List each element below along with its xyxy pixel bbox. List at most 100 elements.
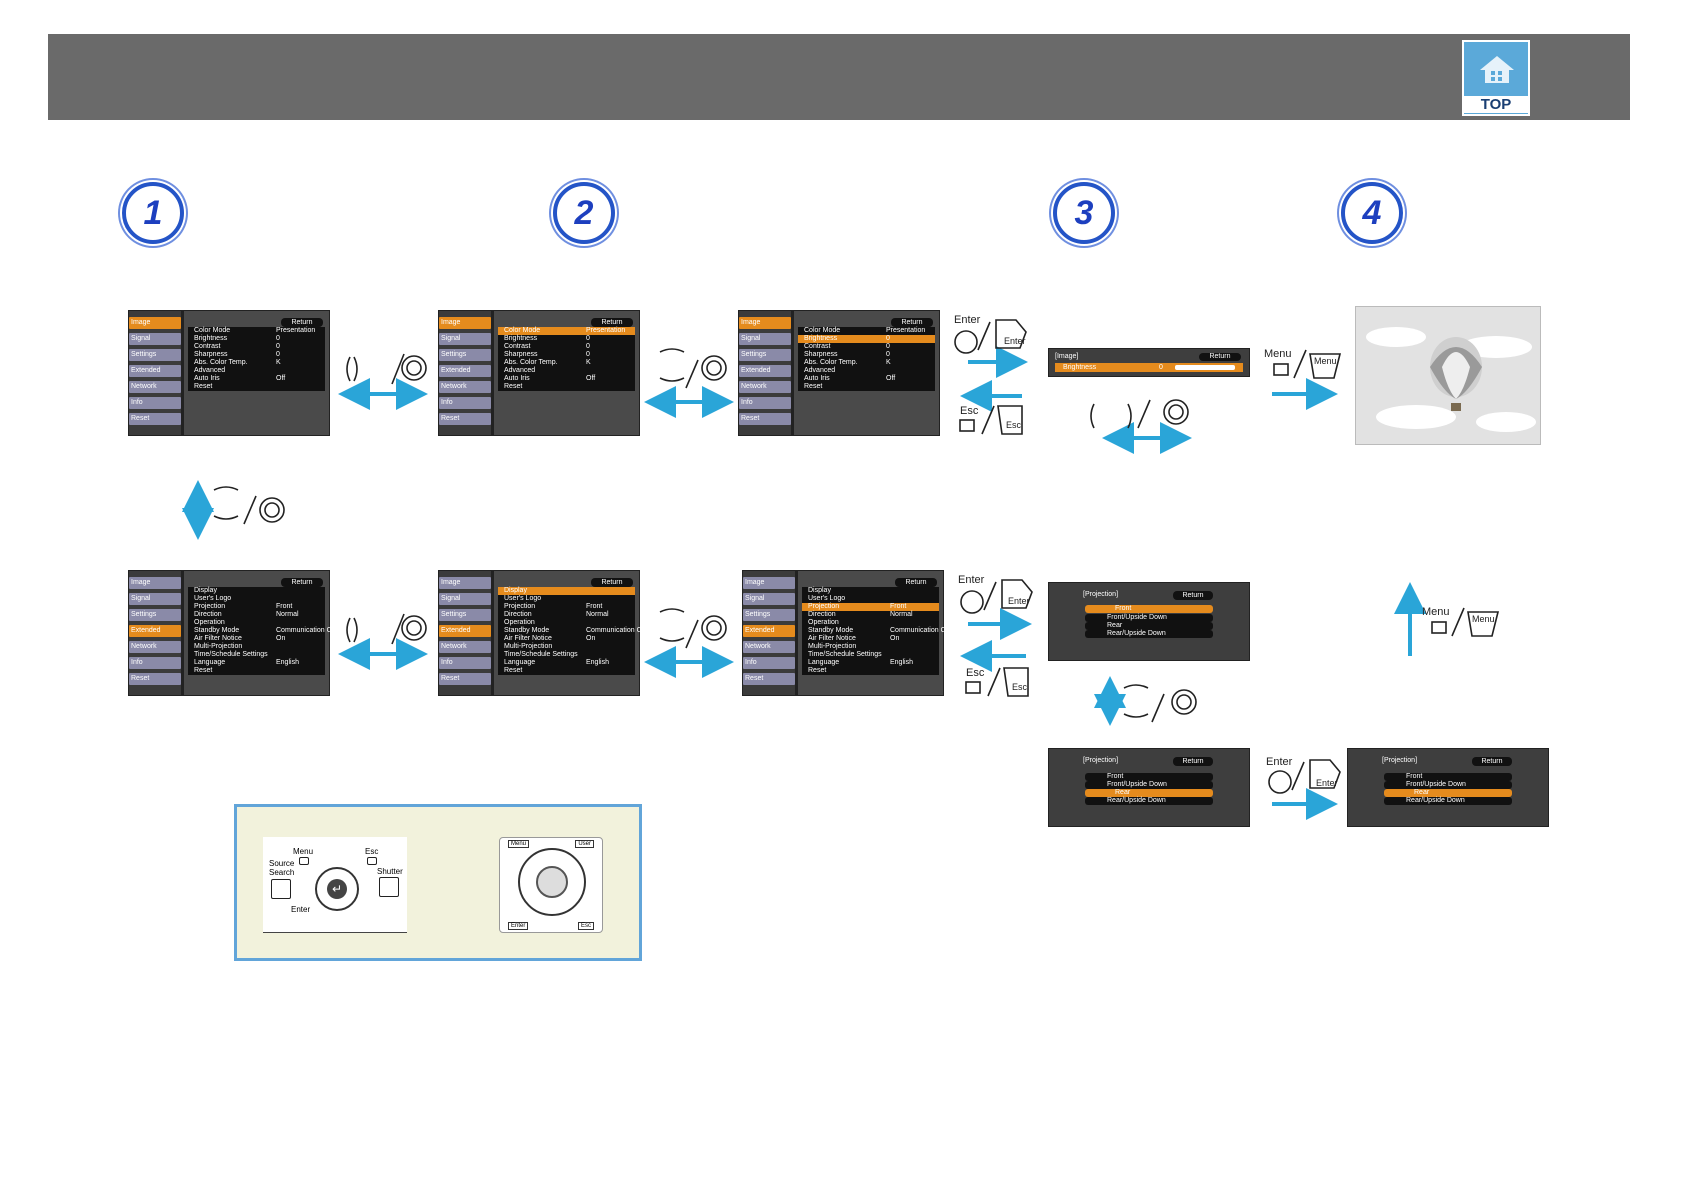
menu-tab-info[interactable]: Info (743, 657, 795, 669)
menu-tab-image[interactable]: Image (743, 577, 795, 589)
menu-tab-settings[interactable]: Settings (129, 609, 181, 621)
remote-menu-button[interactable]: Menu (508, 840, 530, 848)
menu-item[interactable]: Operation (498, 619, 635, 627)
menu-item[interactable]: Multi-Projection (802, 643, 939, 651)
projection-return[interactable]: Return (1173, 591, 1213, 600)
menu-tab-network[interactable]: Network (743, 641, 795, 653)
menu-button[interactable] (299, 857, 309, 865)
projection-option-rear-upside-down[interactable]: Rear/Upside Down (1085, 630, 1213, 638)
menu-tab-reset[interactable]: Reset (439, 673, 491, 685)
menu-item[interactable]: Time/Schedule Settings (802, 651, 939, 659)
remote-center-button[interactable] (536, 866, 568, 898)
top-link-button[interactable]: TOP (1462, 40, 1530, 116)
source-search-button[interactable] (271, 879, 291, 899)
menu-item[interactable]: Reset (498, 383, 635, 391)
projection-option-rear[interactable]: Rear (1085, 789, 1213, 797)
menu-tab-reset[interactable]: Reset (739, 413, 791, 425)
menu-item[interactable]: Operation (802, 619, 939, 627)
menu-item[interactable]: Advanced (188, 367, 325, 375)
menu-item[interactable]: Reset (498, 667, 635, 675)
menu-tab-info[interactable]: Info (129, 657, 181, 669)
menu-tab-signal[interactable]: Signal (129, 333, 181, 345)
menu-tab-reset[interactable]: Reset (439, 413, 491, 425)
menu-item[interactable]: Reset (188, 383, 325, 391)
menu-item[interactable]: Reset (188, 667, 325, 675)
enter-button[interactable]: ↵ (327, 879, 347, 899)
menu-tab-extended[interactable]: Extended (439, 365, 491, 377)
menu-item[interactable]: Time/Schedule Settings (188, 651, 325, 659)
menu-tab-network[interactable]: Network (129, 641, 181, 653)
menu-tab-reset[interactable]: Reset (129, 673, 181, 685)
projection-option-front-upside-down[interactable]: Front/Upside Down (1085, 614, 1213, 622)
menu-item[interactable]: Reset (798, 383, 935, 391)
menu-tab-extended[interactable]: Extended (129, 625, 181, 637)
menu-tab-signal[interactable]: Signal (743, 593, 795, 605)
projection-option-front[interactable]: Front (1085, 773, 1213, 781)
remote-enter-button[interactable]: Enter (508, 922, 529, 930)
return-button[interactable]: Return (281, 578, 323, 587)
menu-tab-network[interactable]: Network (439, 641, 491, 653)
menu-tab-image[interactable]: Image (129, 577, 181, 589)
menu-item[interactable]: Time/Schedule Settings (498, 651, 635, 659)
return-button[interactable]: Return (891, 318, 933, 327)
menu-item[interactable]: Advanced (798, 367, 935, 375)
menu-tab-settings[interactable]: Settings (743, 609, 795, 621)
return-button[interactable]: Return (281, 318, 323, 327)
menu-tab-reset[interactable]: Reset (743, 673, 795, 685)
menu-item[interactable]: Display (188, 587, 325, 595)
menu-tab-reset[interactable]: Reset (129, 413, 181, 425)
menu-item[interactable]: Display (802, 587, 939, 595)
menu-tab-network[interactable]: Network (439, 381, 491, 393)
projection-return[interactable]: Return (1472, 757, 1512, 766)
menu-tab-settings[interactable]: Settings (129, 349, 181, 361)
menu-tab-network[interactable]: Network (129, 381, 181, 393)
projection-option-rear-upside-down[interactable]: Rear/Upside Down (1384, 797, 1512, 805)
projection-option-front-upside-down[interactable]: Front/Upside Down (1085, 781, 1213, 789)
menu-tab-image[interactable]: Image (739, 317, 791, 329)
menu-tab-extended[interactable]: Extended (129, 365, 181, 377)
projection-option-front[interactable]: Front (1085, 605, 1213, 613)
menu-tab-image[interactable]: Image (129, 317, 181, 329)
menu-tab-info[interactable]: Info (439, 397, 491, 409)
menu-tab-extended[interactable]: Extended (439, 625, 491, 637)
shutter-button[interactable] (379, 877, 399, 897)
menu-tab-extended[interactable]: Extended (743, 625, 795, 637)
return-button[interactable]: Return (591, 318, 633, 327)
menu-item[interactable]: Multi-Projection (188, 643, 325, 651)
menu-item[interactable]: User's Logo (188, 595, 325, 603)
menu-item[interactable]: Abs. Color Temp.K (188, 359, 325, 367)
menu-tab-settings[interactable]: Settings (739, 349, 791, 361)
menu-tab-info[interactable]: Info (129, 397, 181, 409)
projection-option-rear[interactable]: Rear (1384, 789, 1512, 797)
menu-tab-image[interactable]: Image (439, 577, 491, 589)
menu-tab-extended[interactable]: Extended (739, 365, 791, 377)
menu-tab-image[interactable]: Image (439, 317, 491, 329)
projection-option-rear[interactable]: Rear (1085, 622, 1213, 630)
projection-option-front[interactable]: Front (1384, 773, 1512, 781)
menu-tab-network[interactable]: Network (739, 381, 791, 393)
brightness-return[interactable]: Return (1199, 353, 1241, 361)
menu-tab-signal[interactable]: Signal (739, 333, 791, 345)
menu-tab-signal[interactable]: Signal (439, 333, 491, 345)
